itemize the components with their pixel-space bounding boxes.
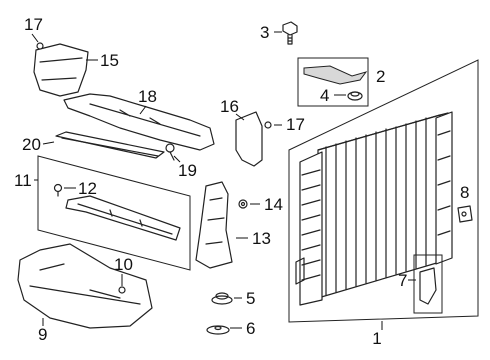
callout-12: 12	[78, 179, 97, 198]
air-deflector-part-15	[33, 43, 89, 97]
callout-4: 4	[320, 86, 329, 105]
callout-5: 5	[246, 289, 255, 308]
clip-part-12	[53, 183, 63, 197]
clip-part-17-upper	[36, 42, 44, 50]
drain-kit-box	[413, 254, 443, 314]
callout-19: 19	[178, 161, 197, 180]
callout-8: 8	[460, 183, 469, 202]
bracket-kit-box	[297, 57, 369, 107]
side-baffle-part-13	[195, 181, 233, 269]
callout-18: 18	[138, 87, 157, 106]
callout-3: 3	[260, 23, 269, 42]
callout-17-upper: 17	[24, 15, 43, 34]
lower-shield-part-9	[17, 243, 153, 329]
callout-6: 6	[246, 319, 255, 338]
callout-15: 15	[100, 51, 119, 70]
baffle-kit-box	[37, 155, 191, 271]
side-deflector-part-16	[235, 111, 263, 167]
bracket-part-2	[303, 65, 368, 85]
callout-13: 13	[252, 229, 271, 248]
callout-16: 16	[220, 97, 239, 116]
callout-10: 10	[114, 255, 133, 274]
isolator-part-6	[206, 325, 230, 335]
radiator-assembly	[288, 59, 479, 323]
bolt-part-3	[282, 21, 298, 45]
callout-17-lower: 17	[286, 115, 305, 134]
callout-7: 7	[398, 271, 407, 290]
upper-tie-bar-part-18	[63, 93, 215, 151]
clip-part-17-lower	[264, 121, 272, 129]
clip-part-19	[165, 143, 175, 161]
callout-20: 20	[22, 135, 41, 154]
callout-14: 14	[264, 195, 283, 214]
drain-plug-part-7	[419, 267, 437, 305]
nut-part-14	[238, 199, 248, 209]
callout-11: 11	[14, 171, 32, 190]
bracket-part-8	[457, 205, 473, 223]
clip-part-10	[118, 286, 126, 294]
callout-1: 1	[372, 329, 381, 348]
callout-2: 2	[376, 67, 385, 86]
callout-9: 9	[38, 325, 47, 344]
radiator-box	[288, 59, 479, 323]
isolator-part-5	[211, 292, 233, 305]
